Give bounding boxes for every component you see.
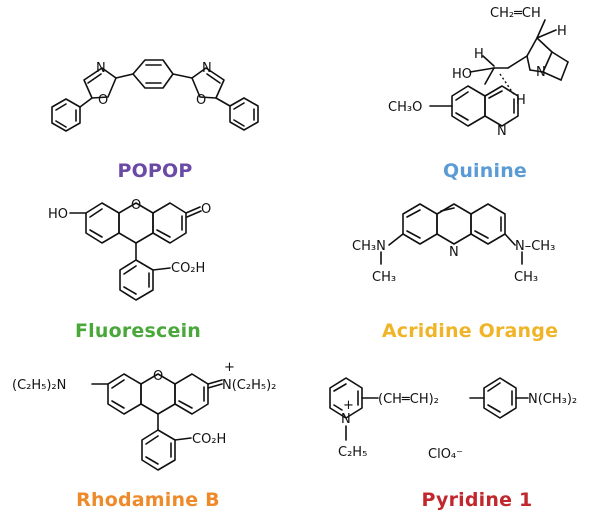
fluorescein-hydroxyl: HO	[48, 207, 68, 222]
label-rhodamine-b: Rhodamine B	[76, 489, 220, 511]
acridine-right-methyl: CH₃	[514, 270, 538, 285]
acridine-left-amine: CH₃N	[352, 239, 386, 254]
popop-atom-n-right: N	[202, 61, 212, 76]
popop-atom-n-left: N	[96, 61, 106, 76]
rhodamine-b-structure: (C₂H₅)₂N O + N(C₂H₅)₂ CO₂H	[12, 360, 276, 471]
quinine-h-mid: H	[474, 47, 484, 62]
label-fluorescein: Fluorescein	[74, 320, 202, 342]
rhodamine-carboxyl: CO₂H	[192, 432, 226, 447]
popop-atom-o-left: O	[98, 93, 108, 108]
fluorescein-carboxyl: CO₂H	[171, 261, 205, 276]
rhodamine-right-iminium: N(C₂H₅)₂	[222, 378, 276, 393]
label-quinine: Quinine	[442, 160, 528, 182]
rhodamine-plus-charge: +	[224, 360, 235, 375]
quinine-methoxy: CH₃O	[388, 100, 422, 115]
fluorescein-keto-oxygen: O	[201, 202, 211, 217]
quinine-hydroxyl: HO	[452, 67, 472, 82]
pyridine-ethyl: C₂H₅	[338, 445, 367, 460]
pyridine-plus-charge: +	[343, 398, 354, 413]
acridine-right-amine: N–CH₃	[515, 239, 555, 254]
quinine-vinyl: CH₂═CH	[490, 6, 541, 21]
rhodamine-left-amine: (C₂H₅)₂N	[12, 378, 66, 393]
pyridine-atom-n: N	[341, 412, 351, 427]
pyridine-1-structure: N + C₂H₅ (CH═CH)₂ N(CH₃)₂ ClO₄⁻	[329, 377, 577, 462]
quinine-atom-n-ring: N	[497, 124, 507, 139]
quinine-h-top: H	[557, 24, 567, 39]
acridine-left-methyl: CH₃	[372, 270, 396, 285]
label-acridine-orange: Acridine Orange	[381, 320, 559, 342]
label-pyridine-1: Pyridine 1	[421, 489, 533, 511]
popop-atom-o-right: O	[196, 93, 206, 108]
pyridine-vinyl-chain: (CH═CH)₂	[378, 392, 439, 407]
quinine-h-low: H	[516, 93, 526, 108]
pyridine-perchlorate: ClO₄⁻	[428, 447, 463, 462]
pyridine-dimethylamine: N(CH₃)₂	[528, 392, 577, 407]
quinine-atom-n-cage: N	[536, 65, 546, 80]
popop-structure: N O N O	[51, 59, 259, 132]
fluorescein-structure: HO O O CO₂H	[48, 198, 211, 301]
quinine-structure: CH₂═CH H H N HO H CH₃O N	[388, 6, 569, 139]
rhodamine-ring-oxygen: O	[153, 369, 163, 384]
acridine-atom-n-ring: N	[449, 245, 459, 260]
acridine-orange-structure: N CH₃N CH₃ N–CH₃ CH₃	[352, 203, 555, 285]
fluorescein-ring-oxygen: O	[131, 198, 141, 213]
label-popop: POPOP	[117, 160, 193, 182]
